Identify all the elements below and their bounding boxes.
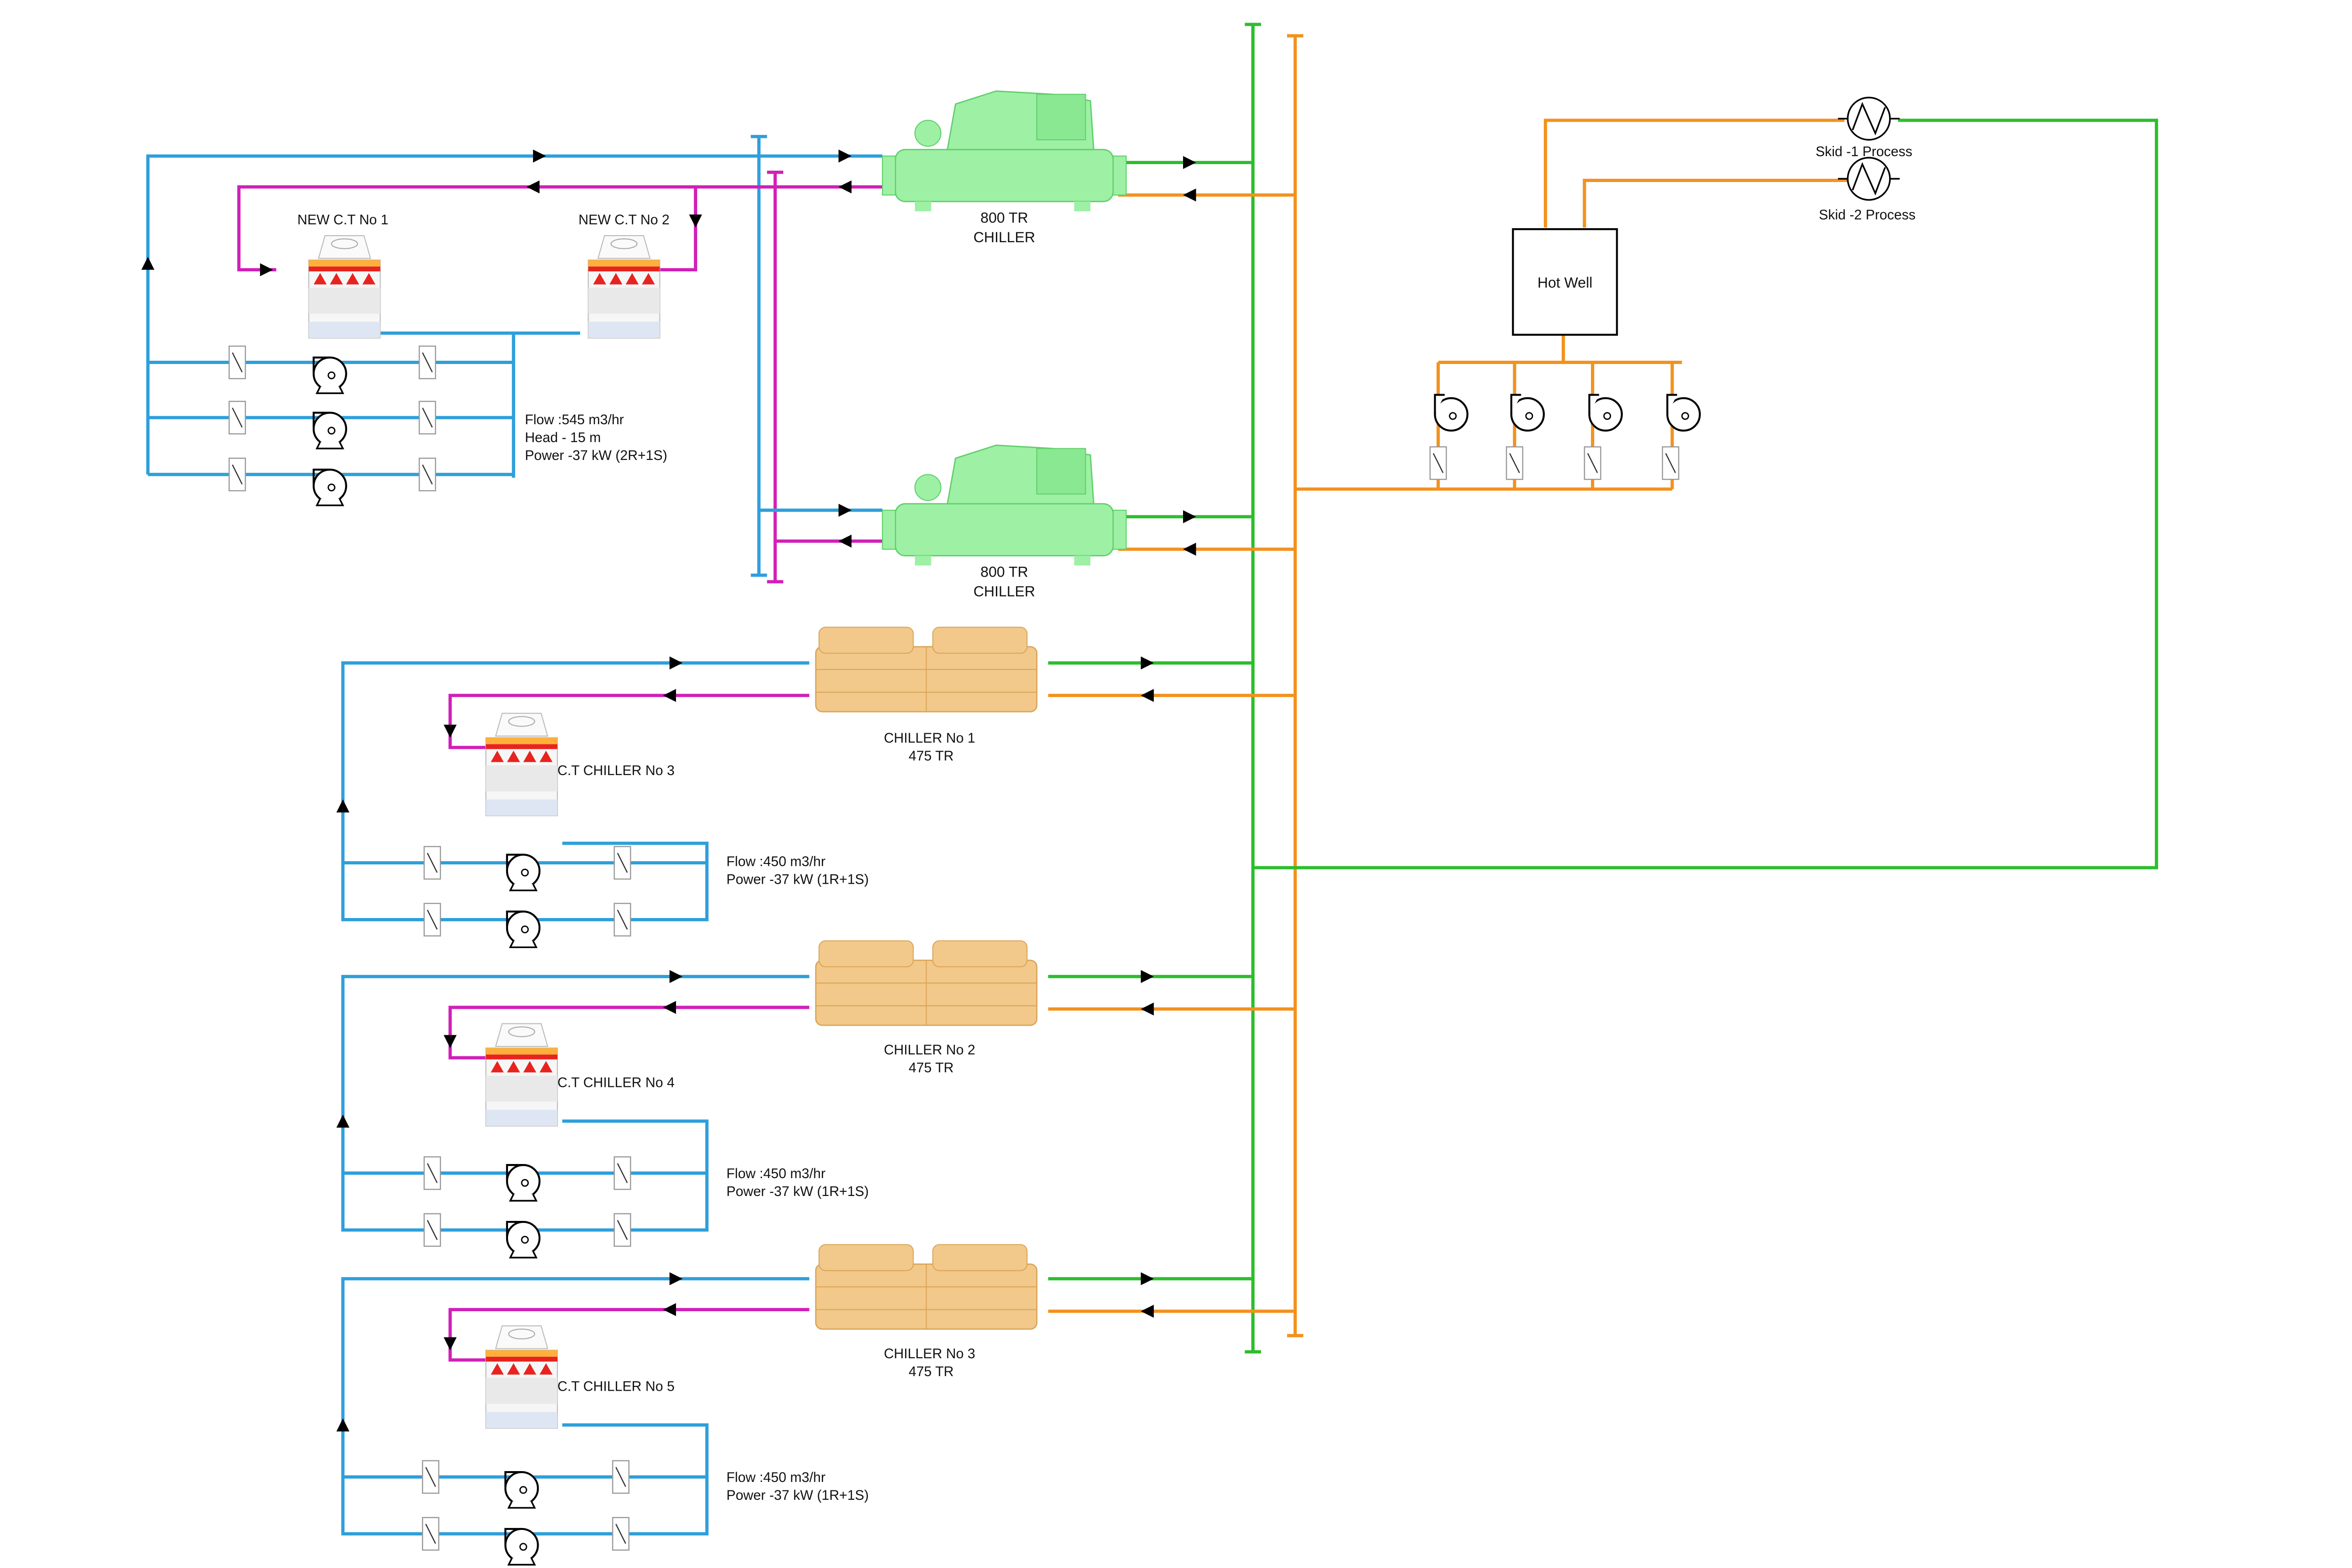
spec-flow: Flow :450 m3/hr: [726, 1166, 826, 1181]
centrifugal-pump-icon: [312, 412, 347, 450]
spec-power: Power -37 kW (2R+1S): [525, 448, 667, 463]
chiller-icon: [815, 1244, 1038, 1330]
spec-power: Power -37 kW (1R+1S): [726, 871, 869, 887]
spec-head: Head - 15 m: [525, 430, 601, 445]
centrifugal-pump-icon: [506, 1164, 541, 1202]
chiller-800-a-line1: 800 TR: [980, 209, 1028, 226]
spec-power: Power -37 kW (1R+1S): [726, 1184, 869, 1199]
valve-icon: [419, 345, 437, 380]
centrifugal-pump-icon: [506, 911, 541, 948]
centrifugal-pump-icon: [1588, 394, 1623, 432]
pump-spec-ch4: Flow :450 m3/hr Power -37 kW (1R+1S): [726, 1166, 869, 1199]
pump-group: [312, 356, 1701, 1566]
flow-arrow-icon: [336, 656, 683, 1432]
pump-spec-ch3: Flow :450 m3/hr Power -37 kW (1R+1S): [726, 854, 869, 887]
centrifugal-pump-icon: [312, 468, 347, 507]
valve-icon: [423, 1213, 441, 1247]
hot-well-tank: [1512, 228, 1618, 336]
valve-icon: [228, 458, 246, 491]
centrifugal-pump-icon: [1434, 394, 1469, 432]
condenser-header: [146, 135, 882, 584]
valve-icon: [613, 1156, 631, 1190]
process-loop: [1253, 119, 2158, 870]
centrifugal-pump-icon: [506, 854, 541, 892]
spec-flow: Flow :450 m3/hr: [726, 1470, 826, 1485]
cooling-tower-icon: [308, 235, 381, 339]
cooling-tower-icon: [485, 713, 558, 816]
spec-flow: Flow :450 m3/hr: [726, 854, 826, 869]
heat-exchanger-icon: [1838, 96, 1900, 141]
chiller-2-capacity: 475 TR: [909, 1060, 954, 1076]
chiller-icon: [882, 444, 1127, 566]
spec-power: Power -37 kW (1R+1S): [726, 1488, 869, 1503]
chiller-3-label: CHILLER No 3: [884, 1346, 975, 1362]
valve-icon: [613, 903, 631, 937]
chiller-1-label: CHILLER No 1: [884, 730, 975, 746]
chiller-800-b-line2: CHILLER: [973, 583, 1035, 600]
valve-icon: [612, 1460, 630, 1494]
ct-new-2-label: NEW C.T No 2: [579, 212, 670, 228]
cooling-tower-icon: [588, 235, 660, 339]
heat-exchanger-icon: [1838, 157, 1900, 201]
valve-icon: [613, 846, 631, 880]
ct-chiller-3-label: C.T CHILLER No 3: [557, 763, 675, 778]
hot-well-label: Hot Well: [1537, 275, 1592, 291]
valve-icon: [423, 903, 441, 937]
centrifugal-pump-icon: [1510, 394, 1545, 432]
valve-icon: [423, 846, 441, 880]
chiller-1-capacity: 475 TR: [909, 748, 954, 764]
skid-1-label: Skid -1 Process: [1816, 144, 1913, 159]
valve-icon: [1661, 446, 1679, 480]
chiller-icon: [815, 626, 1038, 713]
chiller-3-capacity: 475 TR: [909, 1364, 954, 1379]
cooling-tower-icon: [485, 1023, 558, 1127]
ct-new-1-label: NEW C.T No 1: [297, 212, 389, 228]
flow-arrow-icon: [141, 149, 852, 548]
main-headers: [1245, 23, 1303, 1354]
centrifugal-pump-icon: [506, 1220, 541, 1259]
pump-spec-ch5: Flow :450 m3/hr Power -37 kW (1R+1S): [726, 1470, 869, 1503]
valve-icon: [1429, 446, 1447, 480]
valve-icon: [423, 1156, 441, 1190]
skid-2-label: Skid -2 Process: [1819, 207, 1916, 223]
chiller-branches: [1048, 161, 1295, 1313]
pump-spec-new: Flow :545 m3/hr Head - 15 m Power -37 kW…: [525, 412, 667, 463]
chiller-icon: [882, 90, 1127, 212]
valve-icon: [228, 401, 246, 435]
flow-arrow-icon: [1141, 156, 1196, 1318]
ct-chiller-5-label: C.T CHILLER No 5: [557, 1378, 675, 1394]
valve-icon: [422, 1517, 439, 1551]
chiller-icon: [815, 940, 1038, 1026]
valve-icon: [1584, 446, 1602, 480]
centrifugal-pump-icon: [504, 1471, 539, 1509]
valve-icon: [613, 1213, 631, 1247]
centrifugal-pump-icon: [312, 356, 347, 394]
spec-flow: Flow :545 m3/hr: [525, 412, 624, 428]
ct-chiller-4-label: C.T CHILLER No 4: [557, 1075, 675, 1090]
centrifugal-pump-icon: [504, 1528, 539, 1566]
valve-icon: [419, 401, 437, 435]
chiller-800-a-line2: CHILLER: [973, 229, 1035, 245]
chiller-2-label: CHILLER No 2: [884, 1042, 975, 1058]
valve-icon: [422, 1460, 439, 1494]
chiller-800-b-line1: 800 TR: [980, 564, 1028, 580]
valve-icon: [1506, 446, 1524, 480]
valve-icon: [228, 345, 246, 380]
valve-icon: [612, 1517, 630, 1551]
cooling-tower-icon: [485, 1325, 558, 1429]
valve-group: [228, 345, 1679, 1551]
valve-icon: [419, 458, 437, 491]
centrifugal-pump-icon: [1666, 394, 1701, 432]
